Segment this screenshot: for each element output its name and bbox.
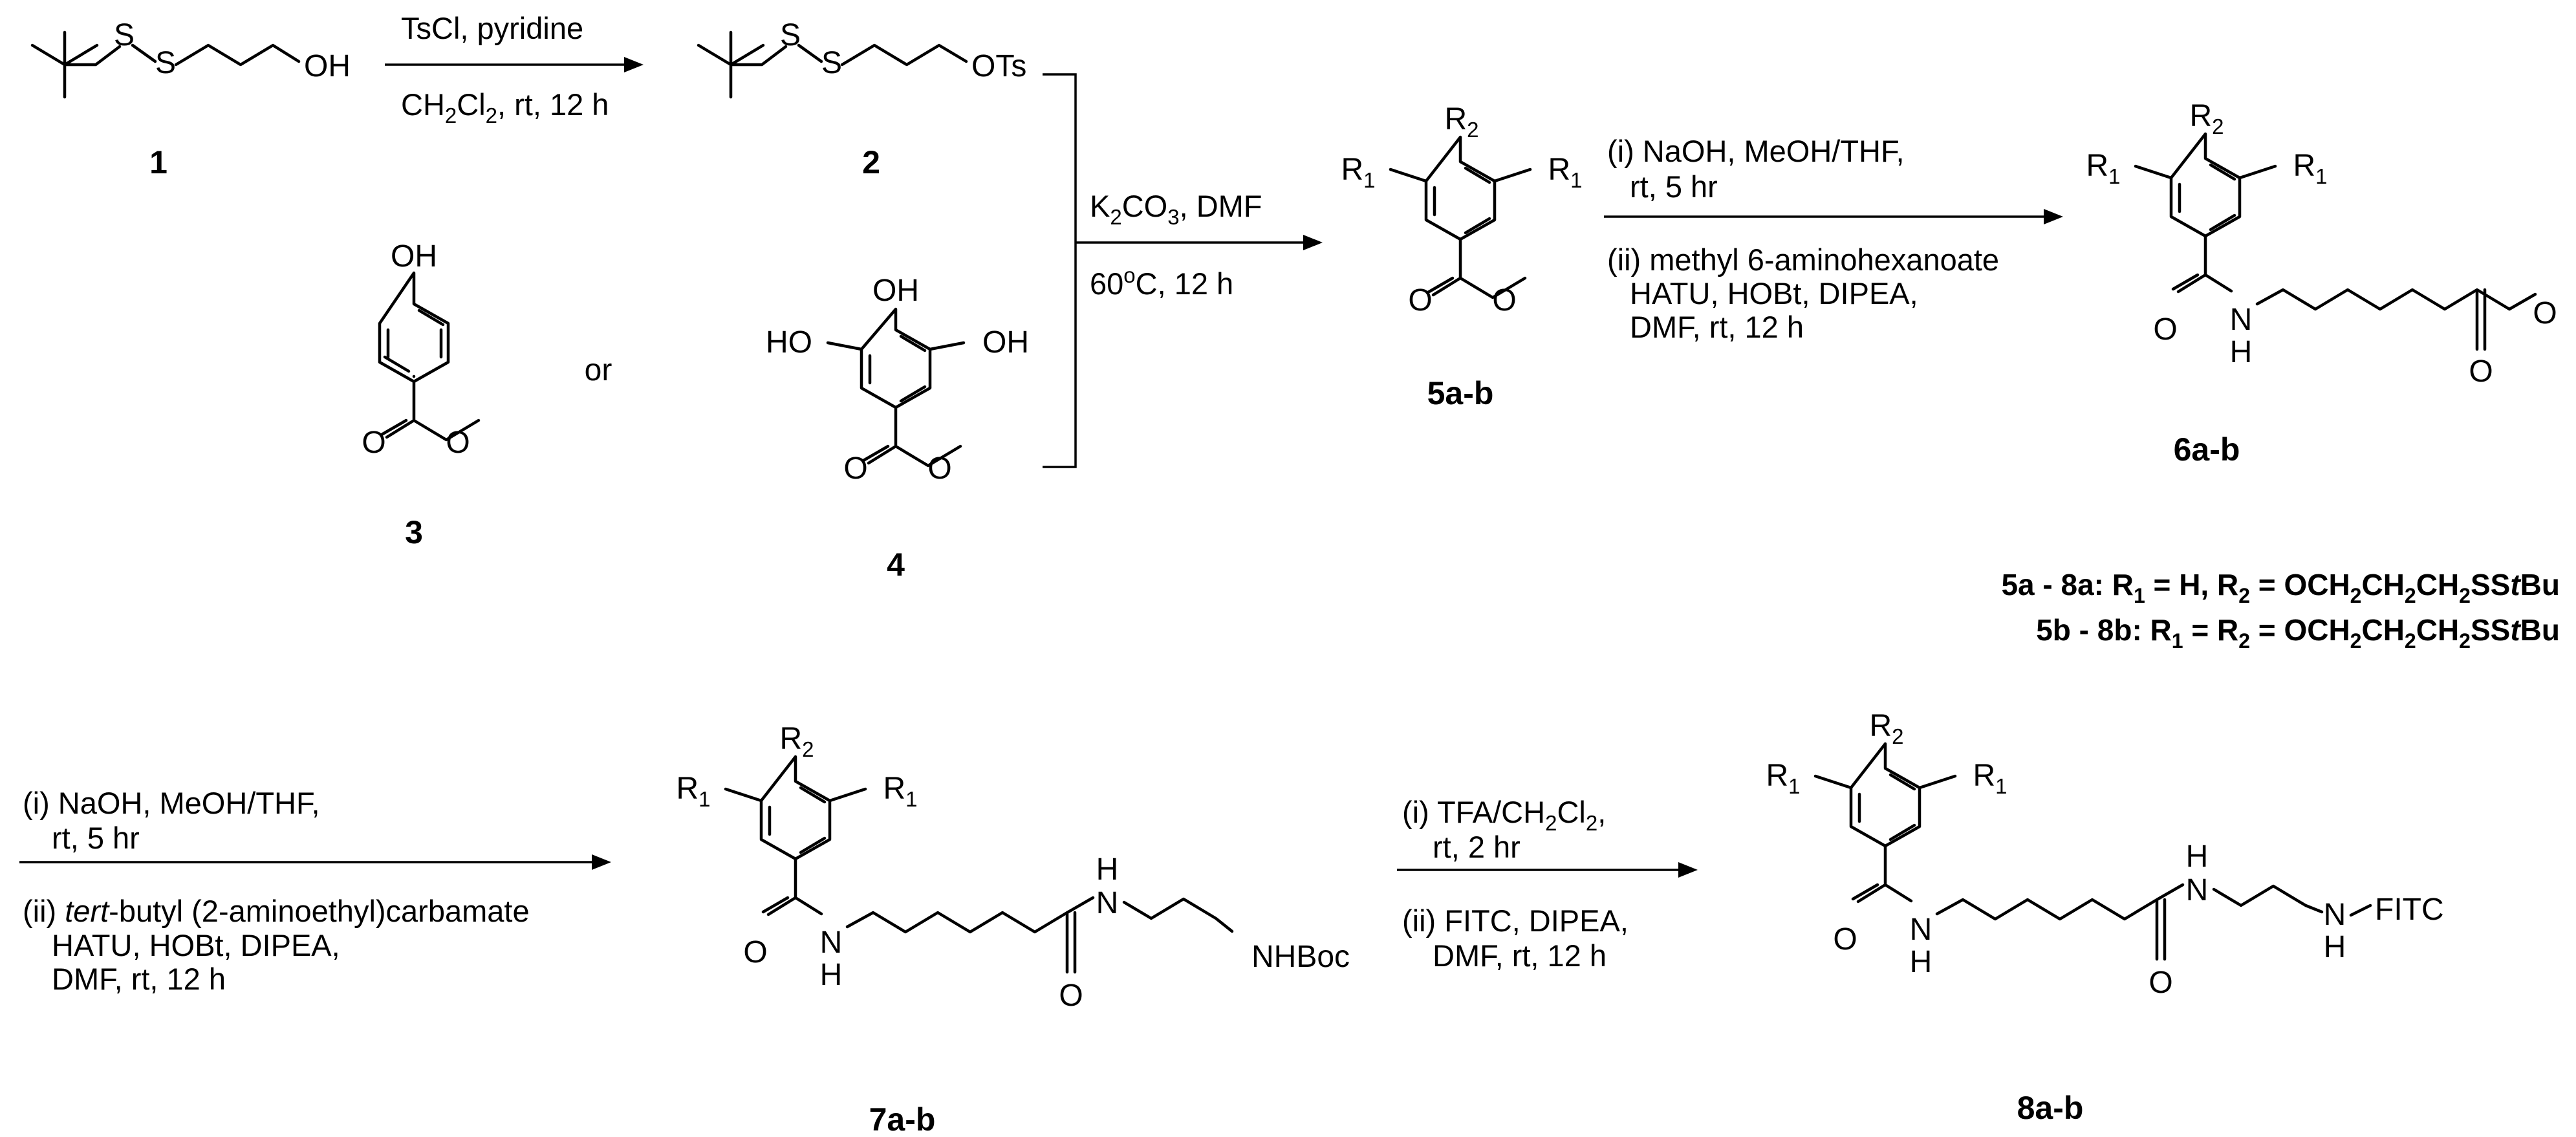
step4-line5: DMF, rt, 12 h: [52, 962, 226, 996]
r1-group: R1: [883, 772, 917, 811]
compound-7-label: 7a-b: [869, 1101, 936, 1137]
compound-7-structure: R2 R1 R1 O N H O H N NHBoc: [676, 722, 1350, 1013]
step1-conditions: CH2Cl2, rt, 12 h: [401, 87, 609, 127]
r1-group: R1: [1548, 153, 1582, 192]
atom-h: H: [2186, 839, 2209, 874]
step3-line2: rt, 5 hr: [1630, 169, 1718, 204]
compound-3-label: 3: [405, 514, 423, 550]
atom-s: S: [155, 46, 176, 80]
r1-group: R1: [1766, 759, 1800, 798]
atom-h: H: [1096, 852, 1119, 887]
reaction-arrow-4: [19, 854, 611, 870]
r1-group: R1: [2086, 149, 2120, 188]
step5-line1: (i) TFA/CH2Cl2,: [1402, 795, 1606, 835]
compound-8-label: 8a-b: [2017, 1090, 2084, 1126]
compound-3-structure: OH O O: [362, 239, 481, 460]
or-text: or: [585, 353, 612, 387]
atom-h: H: [2324, 930, 2346, 964]
atom-o: O: [927, 451, 951, 486]
step1-reagents: TsCl, pyridine: [401, 11, 583, 45]
atom-o: O: [1833, 922, 1857, 957]
atom-s: S: [780, 18, 801, 52]
atom-h: H: [2230, 335, 2253, 369]
reaction-arrow-1: [385, 57, 644, 72]
atom-n: N: [820, 926, 843, 960]
compound-4-label: 4: [887, 547, 905, 583]
atom-n: N: [2186, 873, 2209, 907]
atom-o: O: [1059, 979, 1083, 1013]
atom-o: O: [743, 935, 767, 969]
step4-line1: (i) NaOH, MeOH/THF,: [23, 786, 320, 820]
atom-o: O: [446, 426, 470, 460]
r1-group: R1: [1973, 759, 2007, 798]
step4-line3: (ii) tert-butyl (2-aminoethyl)carbamate: [23, 894, 530, 928]
compound-2-label: 2: [862, 144, 880, 180]
reaction-bracket: [1043, 73, 1077, 468]
atom-o: O: [2148, 966, 2172, 1000]
reaction-arrow-2: [1076, 235, 1323, 250]
compound-2-structure: S S OTs: [697, 18, 1026, 99]
r1-group: R1: [2293, 149, 2327, 188]
step3-line5: DMF, rt, 12 h: [1630, 310, 1804, 344]
atom-o: O: [1408, 283, 1432, 318]
compound-7-nhboc: NHBoc: [1251, 940, 1350, 974]
step3-line4: HATU, HOBt, DIPEA,: [1630, 276, 1918, 310]
step4-line4: HATU, HOBt, DIPEA,: [52, 928, 340, 962]
atom-n: N: [1096, 886, 1119, 920]
atom-s: S: [821, 46, 842, 80]
compound-5-label: 5a-b: [1427, 375, 1494, 411]
compound-8-structure: R2 R1 R1 O N H O H N N H FITC: [1766, 709, 2443, 1000]
compound-5-structure: R2 R1 R1 O O: [1341, 102, 1582, 318]
step3-line1: (i) NaOH, MeOH/THF,: [1607, 134, 1905, 168]
r2-group: R2: [1444, 102, 1478, 142]
step3-line3: (ii) methyl 6-aminohexanoate: [1607, 243, 1999, 277]
reaction-arrow-5: [1397, 862, 1698, 878]
atom-o: O: [362, 426, 385, 460]
atom-n: N: [2230, 303, 2253, 337]
definition-a: 5a - 8a: R1 = H, R2 = OCH2CH2CH2SStBu: [2001, 568, 2560, 607]
atom-o: O: [2469, 354, 2493, 389]
step5-line4: DMF, rt, 12 h: [1433, 938, 1607, 973]
compound-2-ots: OTs: [971, 49, 1026, 83]
r2-group: R2: [779, 722, 814, 761]
atom-o: O: [2153, 312, 2177, 347]
definition-b: 5b - 8b: R1 = R2 = OCH2CH2CH2SStBu: [2036, 613, 2560, 653]
compound-1-structure: S S OH: [30, 18, 351, 99]
compound-4-oh-right: OH: [982, 325, 1029, 360]
compound-6-label: 6a-b: [2174, 431, 2240, 468]
atom-h: H: [1910, 945, 1932, 979]
reaction-arrow-3: [1604, 209, 2063, 224]
compound-4-structure: OH HO OH O O: [766, 274, 1029, 486]
step2-reagents: K2CO3, DMF: [1090, 189, 1262, 229]
r2-group: R2: [2189, 99, 2224, 138]
step5-line3: (ii) FITC, DIPEA,: [1402, 904, 1629, 938]
atom-s: S: [114, 18, 135, 52]
compound-1-label: 1: [149, 144, 168, 180]
compound-4-oh-top: OH: [872, 274, 919, 308]
step4-line2: rt, 5 hr: [52, 821, 140, 855]
compound-6-structure: R2 R1 R1 O N H O O: [2086, 99, 2557, 389]
compound-4-oh-left: HO: [766, 325, 812, 360]
r2-group: R2: [1869, 709, 1903, 748]
r1-group: R1: [676, 772, 710, 811]
compound-1-oh: OH: [304, 49, 351, 83]
compound-8-fitc: FITC: [2375, 893, 2444, 927]
atom-n: N: [2324, 898, 2346, 932]
atom-h: H: [820, 958, 843, 992]
atom-o: O: [2533, 296, 2557, 330]
atom-o: O: [1492, 283, 1516, 318]
r1-group: R1: [1341, 153, 1375, 192]
step2-conditions: 60oC, 12 h: [1090, 263, 1233, 301]
step5-line2: rt, 2 hr: [1433, 830, 1521, 864]
compound-3-oh: OH: [391, 239, 437, 274]
atom-o: O: [843, 451, 867, 486]
atom-n: N: [1910, 913, 1932, 947]
